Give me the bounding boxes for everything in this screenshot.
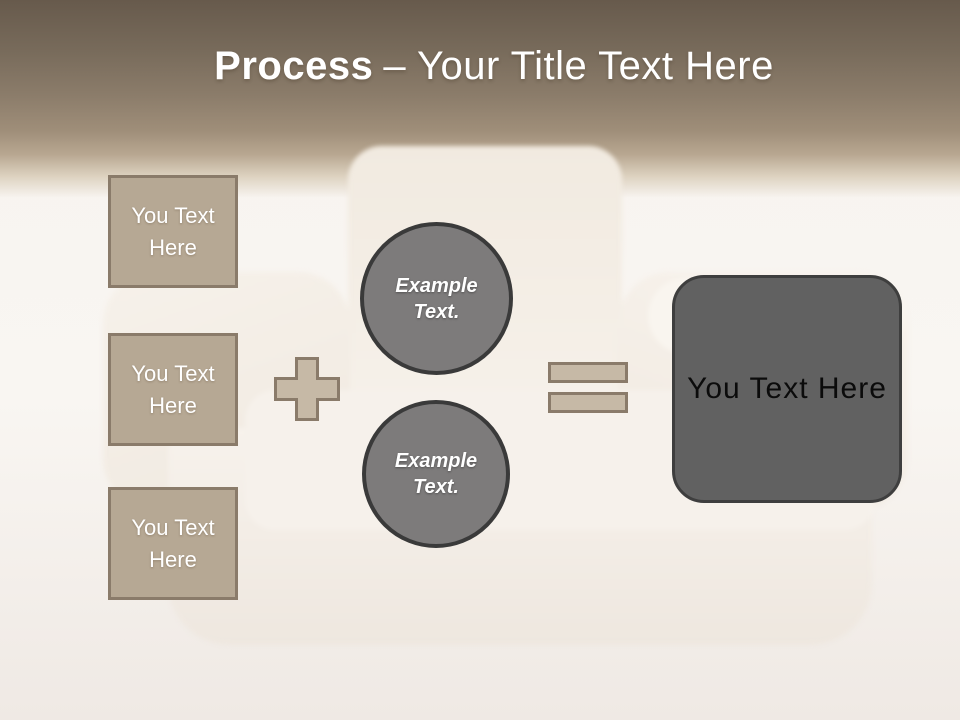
placeholder-box-2-label: You Text Here xyxy=(131,360,215,418)
example-circle-2-label: Example Text. xyxy=(394,450,478,498)
result-box[interactable]: You Text Here xyxy=(672,275,902,503)
example-circle-2[interactable]: Example Text. xyxy=(362,400,510,548)
placeholder-box-3[interactable]: You Text Here xyxy=(108,487,238,600)
placeholder-box-1[interactable]: You Text Here xyxy=(108,175,238,288)
example-circle-1-label: Example Text. xyxy=(395,274,478,323)
plus-icon xyxy=(273,356,341,422)
example-circle-1[interactable]: Example Text. xyxy=(360,222,513,375)
result-box-label: You Text Here xyxy=(687,372,887,405)
placeholder-box-1-label: You Text Here xyxy=(131,202,215,260)
slide-title: Process– Your Title Text Here xyxy=(14,44,960,89)
equals-top-bar xyxy=(548,362,628,383)
placeholder-box-3-label: You Text Here xyxy=(131,514,215,572)
placeholder-box-2[interactable]: You Text Here xyxy=(108,333,238,446)
slide-title-subtitle: – Your Title Text Here xyxy=(383,44,774,88)
equals-icon xyxy=(548,362,628,413)
slide-title-keyword: Process xyxy=(214,44,374,88)
equals-bottom-bar xyxy=(548,392,628,413)
